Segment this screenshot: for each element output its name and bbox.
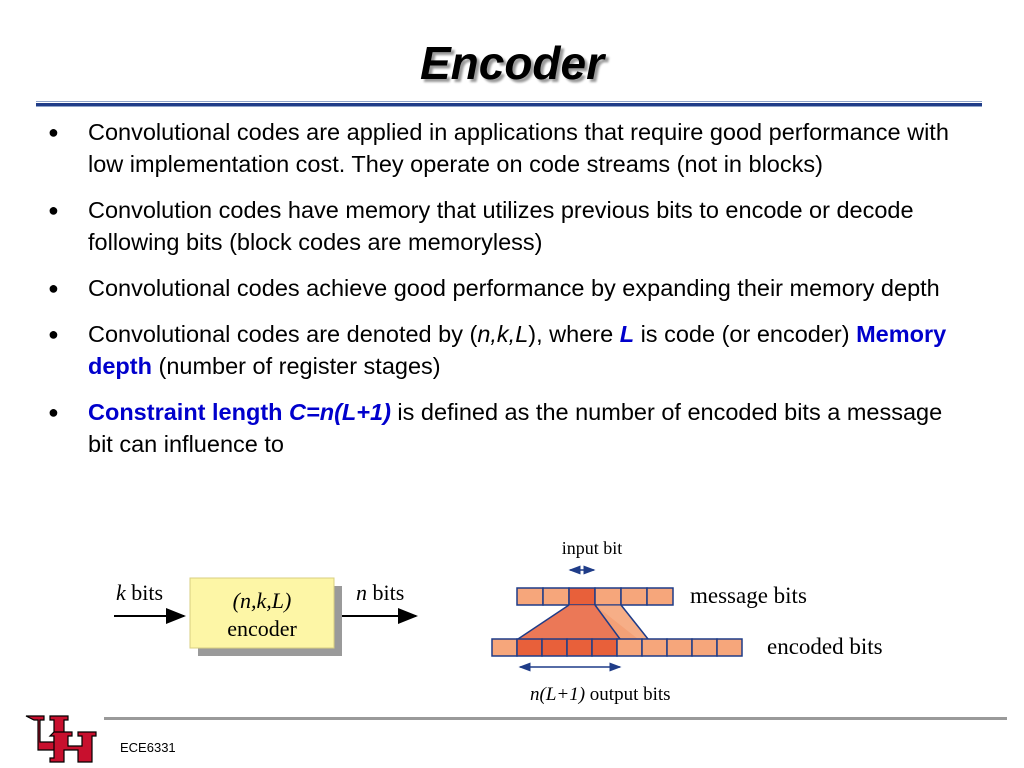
term-memory-depth: Memory depth	[88, 321, 947, 379]
influence-edge-right	[620, 604, 649, 640]
input-label: k bits	[116, 580, 163, 605]
bullet-text: Convolutional codes are denoted by (n,k,…	[88, 321, 947, 379]
influence-shape	[518, 605, 638, 639]
term-constraint-length: Constraint length	[88, 399, 290, 425]
slide-title: Encoder	[419, 37, 605, 89]
bullet-text: Constraint length C=n(L+1) is defined as…	[88, 399, 943, 457]
bullet-item: ● Convolutional codes are denoted by (n,…	[48, 318, 968, 382]
bullet-text: Convolutional codes are applied in appli…	[88, 119, 949, 177]
footer-divider	[104, 717, 1007, 720]
bullet-list: ● Convolutional codes are applied in app…	[48, 116, 968, 474]
influence-edge-mid	[594, 604, 621, 640]
title-divider	[36, 101, 982, 107]
encoder-diagram: k bits (n,k,L) encoder n bits input bit …	[114, 538, 883, 705]
message-bits-row	[516, 587, 674, 606]
bullet-dot-icon: ●	[48, 200, 59, 220]
notation-nkl: n,k,L	[477, 321, 529, 347]
term-formula: C=n(L+1)	[289, 399, 391, 425]
uh-logo-icon	[25, 715, 97, 763]
output-label: n bits	[356, 580, 404, 605]
bullet-text: Convolution codes have memory that utili…	[88, 197, 914, 255]
footer-course-code: ECE6331	[120, 740, 176, 755]
bullet-dot-icon: ●	[48, 122, 59, 142]
bullet-item: ● Convolution codes have memory that uti…	[48, 194, 968, 258]
output-bits-label: n(L+1) output bits	[530, 684, 671, 705]
bullet-text: Convolutional codes achieve good perform…	[88, 275, 940, 301]
term-l: L	[619, 321, 635, 347]
influence-edge-left	[517, 604, 570, 640]
bullet-item: ● Constraint length C=n(L+1) is defined …	[48, 396, 968, 460]
encoder-box-notation: (n,k,L)	[233, 588, 292, 613]
bullet-dot-icon: ●	[48, 402, 59, 422]
encoded-bits-label: encoded bits	[767, 634, 883, 659]
encoder-box	[189, 577, 335, 649]
bullet-dot-icon: ●	[48, 278, 59, 298]
bullet-dot-icon: ●	[48, 324, 59, 344]
encoder-box-label: encoder	[227, 616, 297, 641]
bullet-item: ● Convolutional codes achieve good perfo…	[48, 272, 968, 304]
input-bit-label: input bit	[562, 538, 623, 558]
encoded-bits-row	[491, 638, 743, 657]
bullet-item: ● Convolutional codes are applied in app…	[48, 116, 968, 180]
message-bits-label: message bits	[690, 583, 807, 608]
